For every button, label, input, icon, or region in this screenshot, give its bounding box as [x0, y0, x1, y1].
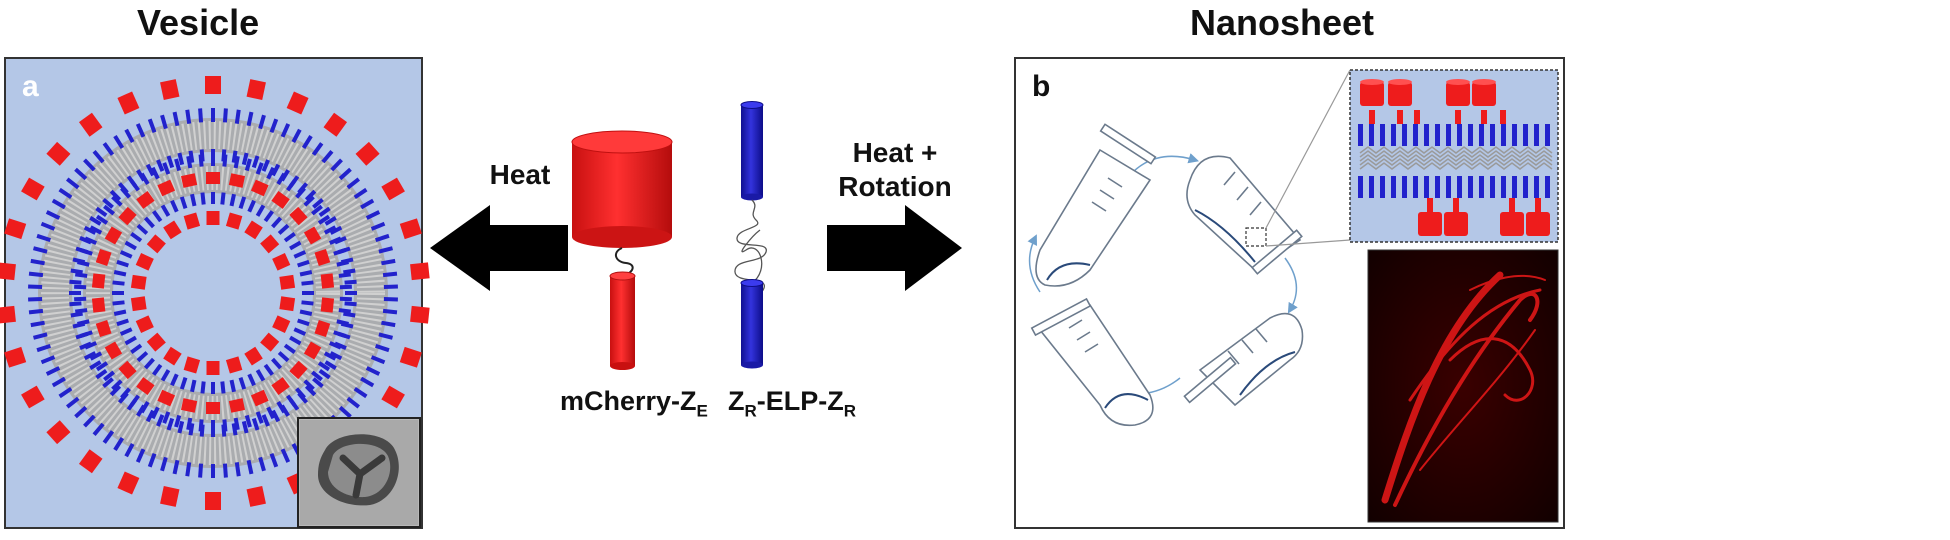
- tube-top-right: [1186, 155, 1303, 275]
- zoom-line-bottom: [1265, 239, 1351, 247]
- fluorescence-micrograph: [1367, 249, 1559, 523]
- zr-elp-pre-sub: R: [744, 401, 757, 421]
- zoom-line-top: [1265, 69, 1351, 229]
- tem-inset: [297, 417, 421, 528]
- nanosheet-heading: Nanosheet: [1190, 2, 1375, 43]
- zr-elp-mid: -ELP-Z: [756, 386, 844, 416]
- tube-bottom-left: [1030, 297, 1154, 427]
- mcherry-ze-molecule: [571, 130, 673, 370]
- zr-elp-zr-molecule: [734, 101, 767, 369]
- panel-a-letter: a: [22, 70, 39, 103]
- heat-rotation-line1: Heat +: [852, 137, 938, 168]
- heat-rotation-label: Heat + Rotation: [830, 136, 960, 204]
- mcherry-ze-main: mCherry-Z: [560, 386, 697, 416]
- tube-bottom-right: [1183, 312, 1304, 407]
- tube-top-left: [1035, 123, 1157, 287]
- panel-b-letter: b: [1032, 70, 1050, 103]
- zr-elp-pre: Z: [728, 386, 745, 416]
- panel-b: b: [1014, 57, 1565, 529]
- heat-rotation-arrow: [827, 205, 962, 291]
- panel-a: a: [0, 57, 430, 529]
- heat-rotation-line2: Rotation: [838, 171, 952, 202]
- vesicle-illustration: [0, 76, 430, 510]
- heat-arrow: [430, 205, 568, 291]
- heat-label: Heat: [489, 159, 551, 190]
- vesicle-heading: Vesicle: [137, 2, 260, 43]
- nanosheet-inset: [1349, 69, 1559, 243]
- zr-elp-post-sub: R: [843, 401, 857, 421]
- zr-elp-zr-label: ZR-ELP-ZR: [728, 386, 856, 421]
- mcherry-ze-sub: E: [696, 401, 708, 421]
- mcherry-ze-label: mCherry-ZE: [560, 386, 708, 421]
